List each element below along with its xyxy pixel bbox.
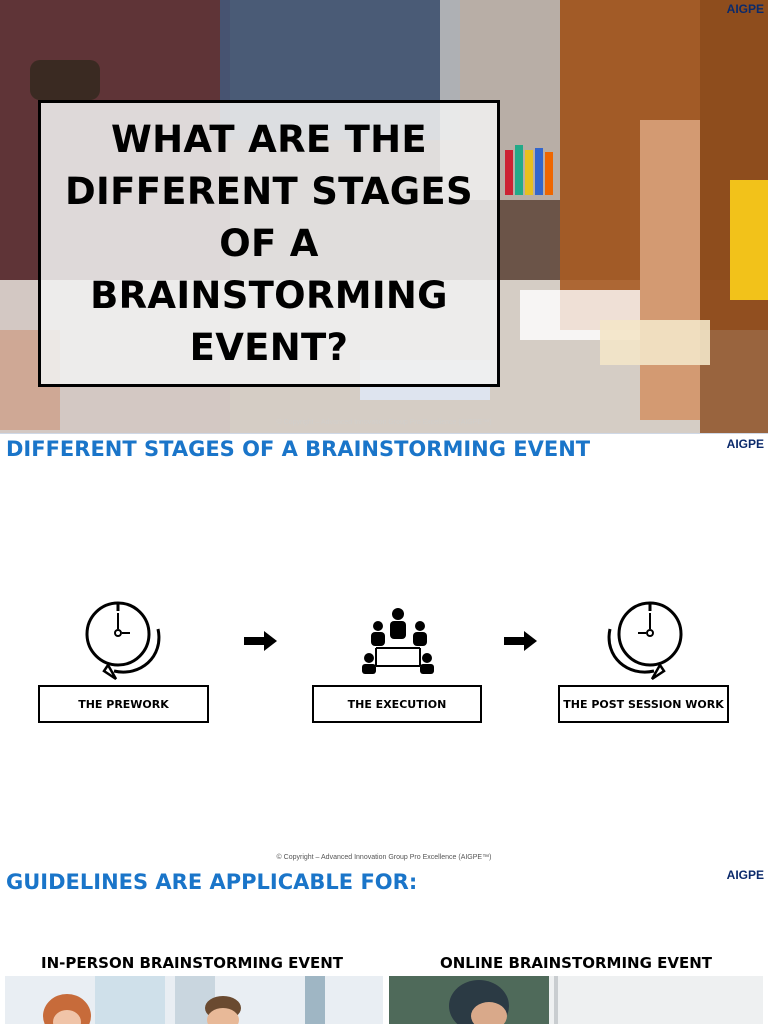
slide-heading: GUIDELINES ARE APPLICABLE FOR: xyxy=(6,870,418,894)
title-line-4: BRAINSTORMING xyxy=(90,273,448,317)
title-line-1: WHAT ARE THE xyxy=(110,117,428,161)
arrow-right-icon xyxy=(504,631,537,651)
title-line-3: OF A xyxy=(219,221,319,265)
copyright-text: © Copyright – Advanced Innovation Group … xyxy=(276,854,492,861)
brand-logo: AIGPE xyxy=(726,437,764,451)
in-person-photo xyxy=(5,976,383,1024)
brand-logo: AIGPE xyxy=(726,2,764,16)
slide-title: WHAT ARE THE DIFFERENT STAGES OF A BRAIN… xyxy=(65,114,473,374)
online-label: ONLINE BRAINSTORMING EVENT xyxy=(439,954,712,972)
stage-prework: THE PREWORK xyxy=(38,685,209,723)
stages-slide: DIFFERENT STAGES OF A BRAINSTORMING EVEN… xyxy=(0,433,768,866)
online-photo xyxy=(389,976,763,1024)
arrow-right-icon xyxy=(244,631,277,651)
stage-post-session: THE POST SESSION WORK xyxy=(558,685,729,723)
clock-rewind-icon xyxy=(85,601,161,681)
in-person-label: IN-PERSON BRAINSTORMING EVENT xyxy=(40,954,344,972)
copyright-text: © Copyright – Advanced Innovation Group … xyxy=(276,419,492,426)
clock-forward-icon xyxy=(607,601,683,681)
brand-logo: AIGPE xyxy=(726,868,764,882)
slide-heading: DIFFERENT STAGES OF A BRAINSTORMING EVEN… xyxy=(6,437,591,461)
title-slide: AIGPE WHAT ARE THE DIFFERENT STAGES OF A… xyxy=(0,0,768,433)
title-line-2: DIFFERENT STAGES xyxy=(65,169,473,213)
meeting-table-icon xyxy=(362,608,434,674)
title-box: WHAT ARE THE DIFFERENT STAGES OF A BRAIN… xyxy=(38,100,500,387)
title-line-5: EVENT? xyxy=(189,325,349,369)
guidelines-slide: GUIDELINES ARE APPLICABLE FOR: AIGPE IN-… xyxy=(0,866,768,1024)
stage-execution: THE EXECUTION xyxy=(312,685,482,723)
